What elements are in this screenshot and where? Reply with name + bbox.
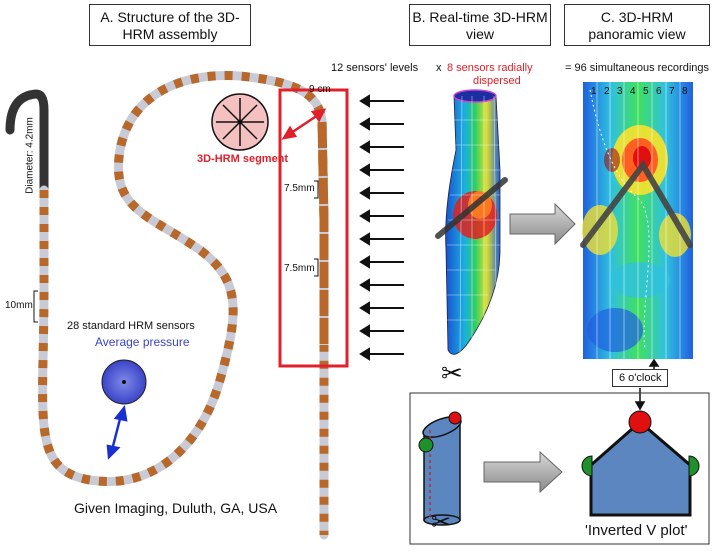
catheter: [5, 71, 329, 540]
average-pressure-label: Average pressure: [95, 335, 190, 349]
six-oclock-label: 6 o'clock: [612, 369, 669, 387]
ten-mm-bracket: [33, 290, 38, 323]
sensor-levels-label: 12 sensors' levels: [331, 62, 419, 74]
header-a: A. Structure of the 3D-HRM assembly: [89, 4, 251, 46]
sector-number: 5: [643, 86, 649, 97]
sector-number: 4: [630, 86, 636, 97]
nine-cm-label: 9 cm: [309, 84, 331, 95]
segment-label: 3D-HRM segment: [197, 153, 289, 165]
transform-arrow-top: [509, 202, 576, 246]
seven-five-label-a: 7.5mm: [284, 183, 315, 194]
six-oclock-arrow-down: [634, 388, 646, 411]
sector-number: 3: [617, 86, 623, 97]
times-label: x: [436, 62, 442, 74]
sector-number: 8: [682, 86, 688, 97]
bottom-panel: [409, 392, 710, 545]
seven-five-label-b: 7.5mm: [284, 263, 315, 274]
sector-number: 2: [604, 86, 610, 97]
sector-number: 1: [591, 86, 597, 97]
standard-sensors-label: 28 standard HRM sensors: [67, 320, 195, 332]
sector-number: 7: [669, 86, 675, 97]
realtime-3d-tube: [435, 89, 508, 355]
recordings-label: = 96 simultaneous recordings: [565, 62, 709, 74]
bracket-b: [314, 258, 319, 277]
ten-mm-label: 10mm: [5, 300, 33, 311]
small-cylinder: [418, 411, 462, 526]
segment-circle: [211, 93, 269, 151]
inverted-v-label: 'Inverted V plot': [585, 522, 688, 539]
average-pressure-disk: [101, 359, 147, 405]
credit-label: Given Imaging, Duluth, GA, USA: [74, 500, 278, 516]
sensor-level-arrows: [359, 94, 404, 361]
inverted-v-plot: [581, 410, 700, 517]
sector-number: 6: [656, 86, 662, 97]
radial-label-1: 8 sensors radially: [447, 62, 533, 74]
nine-cm-arrow: [281, 108, 327, 140]
header-b: B. Real-time 3D-HRM view: [409, 4, 551, 46]
bracket-a: [314, 180, 319, 199]
header-c: C. 3D-HRM panoramic view: [564, 4, 710, 46]
segment-box: [278, 88, 349, 368]
transform-arrow-bottom: [483, 450, 563, 494]
scissors-icon: ✂: [431, 509, 452, 536]
panoramic-heatmap: [580, 82, 693, 359]
scissors-icon: ✂: [441, 358, 463, 388]
diameter-label: Diameter: 4.2mm: [24, 117, 36, 194]
pressure-arrow: [106, 405, 128, 460]
radial-label-2: dispersed: [473, 75, 521, 87]
